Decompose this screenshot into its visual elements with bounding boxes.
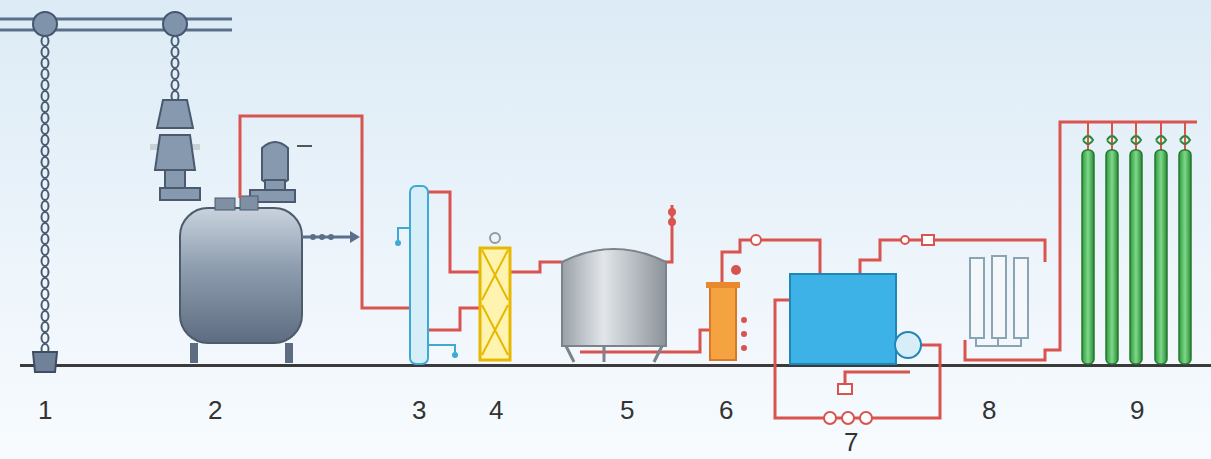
callout-number: 9 [1130,397,1144,423]
gas-holder [562,249,666,362]
compressor-tank [790,274,921,364]
chain-block [33,352,57,372]
pipe [240,116,1197,418]
ground-line [20,364,1211,367]
storage-tank [180,196,360,363]
chain [42,36,179,354]
filter [480,233,510,360]
callout-number: 2 [208,397,222,423]
callout-number: 4 [489,397,503,423]
valve [669,209,934,424]
gas-cylinder [1082,122,1191,364]
callout-number: 3 [412,397,426,423]
separator-column [395,186,458,364]
callout-number: 7 [844,429,858,455]
callout-number: 6 [719,397,733,423]
scrubber [706,265,747,360]
dryer [970,256,1028,346]
overhead-rail [0,12,232,36]
callout-number: 8 [982,397,996,423]
callout-number: 1 [38,397,52,423]
callout-number: 5 [620,397,634,423]
